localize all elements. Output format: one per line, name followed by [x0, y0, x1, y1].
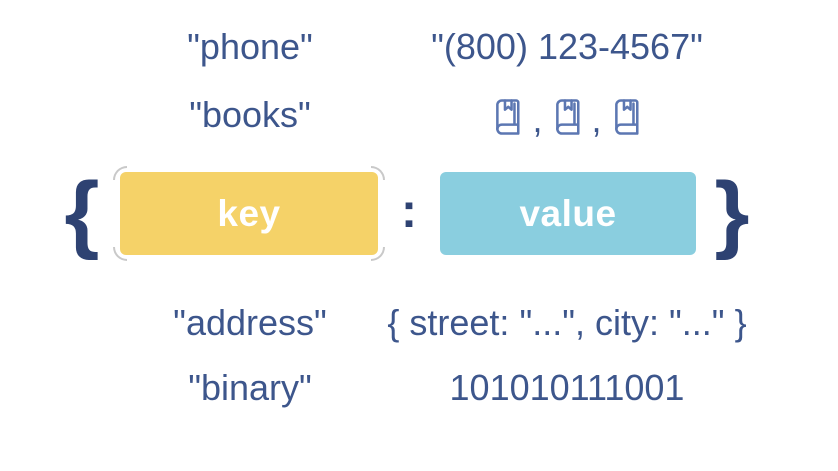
pair-key-label: "books" — [189, 94, 311, 135]
corner-mark-icon — [371, 166, 385, 180]
pair-value: "(800) 123-4567" — [431, 26, 703, 67]
pair-key-label: "address" — [173, 302, 327, 343]
key-box-label: key — [217, 192, 281, 234]
pair-value: { street: "...", city: "..." } — [387, 302, 747, 343]
corner-mark-icon — [371, 247, 385, 261]
colon-separator: : — [401, 185, 417, 238]
example-pair-row: "binary" 101010111001 — [0, 367, 838, 409]
corner-mark-icon — [113, 247, 127, 261]
close-brace: } — [714, 165, 750, 261]
corner-mark-icon — [113, 166, 127, 180]
pair-key-label: "binary" — [188, 367, 312, 408]
comma-separator: , — [591, 99, 602, 140]
key-value-template: { key : value } — [0, 165, 838, 261]
book-icon — [614, 99, 639, 135]
value-box-label: value — [519, 192, 617, 234]
key-box[interactable]: key — [113, 166, 385, 261]
example-pair-row: "address" { street: "...", city: "..." } — [0, 302, 838, 344]
value-box[interactable]: value — [440, 172, 696, 255]
open-brace: { — [64, 165, 100, 261]
pair-value: 101010111001 — [449, 367, 685, 408]
example-pair-row: "phone" "(800) 123-4567" — [0, 26, 838, 68]
example-pair-row: "books" , , — [0, 94, 838, 138]
pair-value-book-list: , , — [334, 94, 800, 138]
pair-key-label: "phone" — [187, 26, 313, 67]
book-icon — [555, 99, 580, 135]
comma-separator: , — [532, 99, 543, 140]
book-icon — [496, 99, 521, 135]
